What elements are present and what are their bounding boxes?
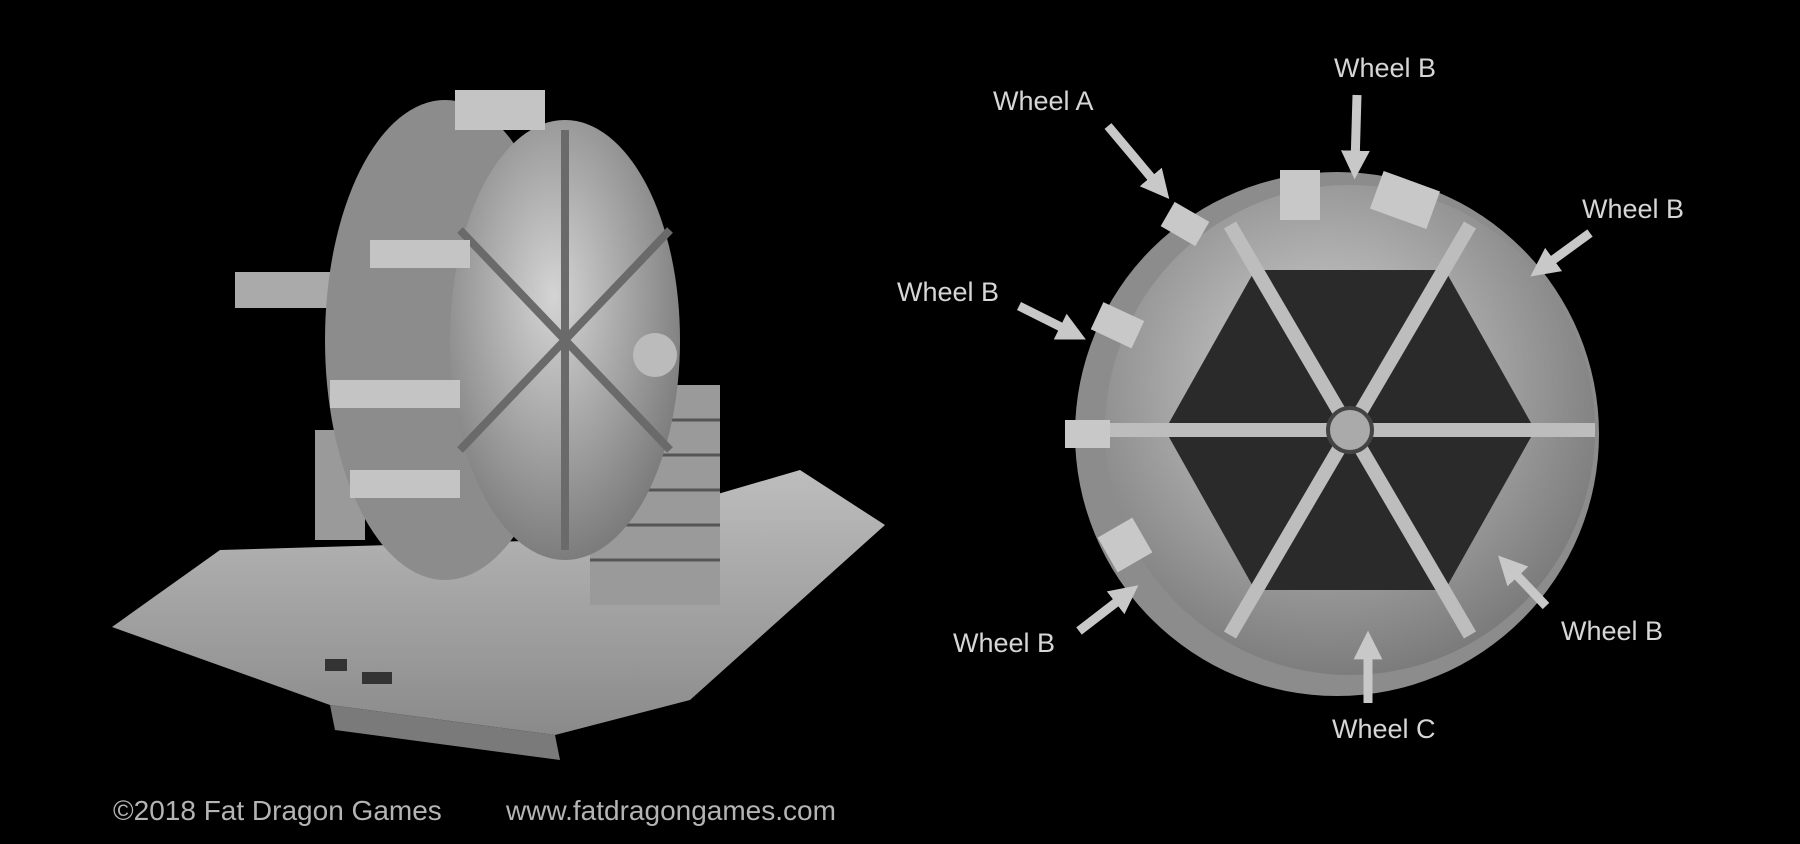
label-wheel-c: Wheel C bbox=[1332, 714, 1436, 744]
copyright-text: ©2018 Fat Dragon Games bbox=[113, 795, 442, 826]
label-wheel-b-top: Wheel B bbox=[1334, 53, 1437, 83]
wheel-hub bbox=[1326, 406, 1374, 454]
label-wheel-b-left: Wheel B bbox=[897, 277, 1000, 307]
water-mill-model bbox=[112, 90, 885, 760]
label-wheel-a: Wheel A bbox=[993, 86, 1094, 116]
label-wheel-b-bottom-left: Wheel B bbox=[953, 628, 1056, 658]
arrow-wheel-b-right bbox=[1530, 229, 1593, 277]
axle-bracket bbox=[633, 333, 677, 377]
website-text: www.fatdragongames.com bbox=[506, 795, 836, 826]
label-wheel-b-bottom-right: Wheel B bbox=[1561, 616, 1664, 646]
arrow-wheel-b-bottom-left bbox=[1076, 585, 1139, 635]
wheel-model bbox=[1065, 170, 1599, 696]
arrow-wheel-b-top bbox=[1341, 94, 1370, 180]
arrow-wheel-b-bottom-right bbox=[1498, 555, 1550, 610]
arrow-wheel-b-left bbox=[1016, 301, 1086, 340]
label-wheel-b-right: Wheel B bbox=[1582, 194, 1685, 224]
callout-arrows bbox=[1016, 94, 1593, 703]
arrow-wheel-a bbox=[1104, 123, 1170, 200]
